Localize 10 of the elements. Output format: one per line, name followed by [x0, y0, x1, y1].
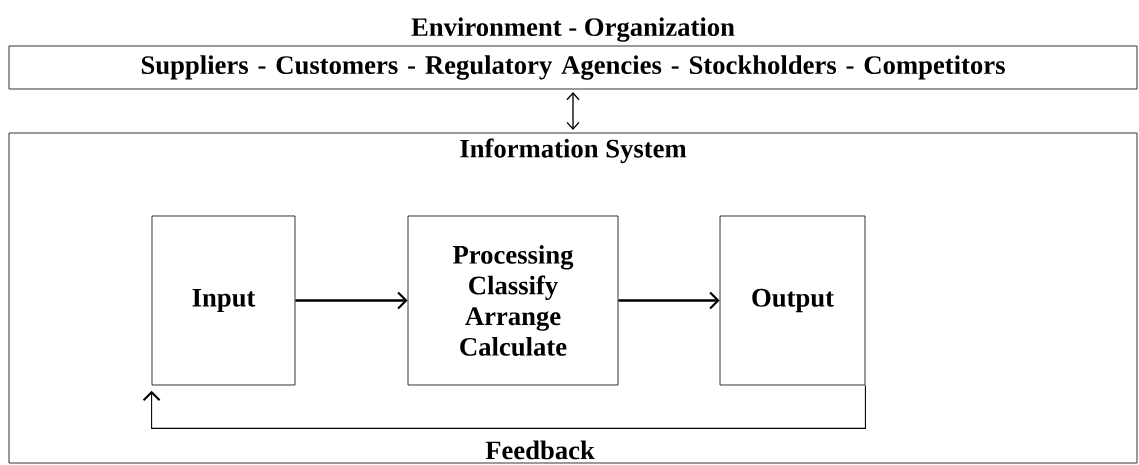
- process-box: Processing Classify Arrange Calculate: [407, 215, 619, 386]
- double-arrow: [566, 92, 580, 131]
- edge-label: Feedback: [485, 440, 595, 460]
- arrow: [295, 291, 408, 310]
- arrow: [618, 291, 720, 310]
- feedback-arrow: [142, 384, 866, 429]
- process-box: Output: [719, 215, 866, 386]
- process-box: Input: [151, 215, 296, 386]
- stakeholder-band: Suppliers - Customers - Regulatory Agencies - Stockholders - Competitors: [8, 45, 1138, 90]
- heading-text: Environment - Organization: [411, 17, 735, 42]
